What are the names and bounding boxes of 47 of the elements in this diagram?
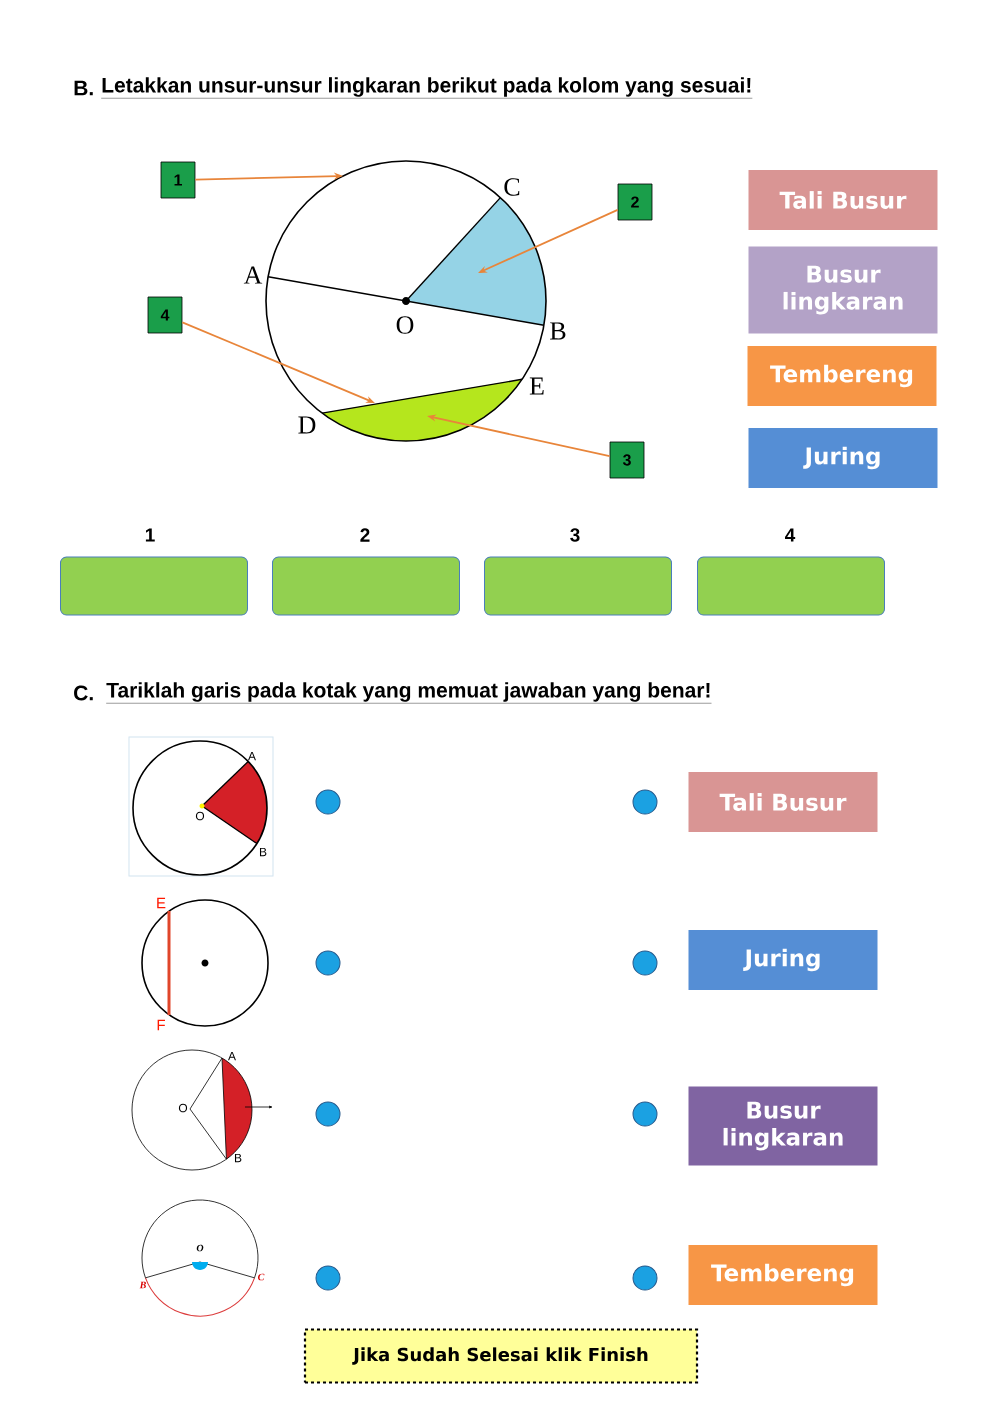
answer-box bbox=[697, 556, 885, 616]
point-label: O bbox=[195, 811, 205, 821]
connection-dot bbox=[315, 1265, 341, 1291]
point-label: D bbox=[298, 416, 316, 434]
answer-option-box: Busur lingkaran bbox=[688, 1086, 878, 1166]
point-label: C bbox=[504, 178, 520, 196]
connection-dot bbox=[632, 950, 658, 976]
section-letter: B. bbox=[74, 80, 93, 96]
instruction-box: Jika Sudah Selesai klik Finish bbox=[303, 1328, 699, 1384]
section-heading: Tariklah garis pada kotak yang memuat jawaban yang benar! bbox=[106, 682, 712, 704]
point-label: A bbox=[248, 751, 256, 761]
point-label: O bbox=[396, 316, 414, 334]
answer-box bbox=[484, 556, 672, 616]
answer-number: 4 bbox=[785, 528, 796, 542]
callout-number: 4 bbox=[147, 296, 183, 334]
point-label: O bbox=[196, 1244, 204, 1252]
connection-dot bbox=[632, 789, 658, 815]
connection-dot bbox=[315, 950, 341, 976]
answer-option-box: Tali Busur bbox=[688, 772, 878, 832]
point-label: B bbox=[550, 322, 566, 340]
callout-number: 1 bbox=[160, 161, 196, 199]
connection-dot bbox=[632, 1265, 658, 1291]
point-label: F bbox=[157, 1019, 165, 1031]
point-label: B bbox=[235, 1153, 242, 1163]
point-label: E bbox=[529, 377, 544, 395]
point-label: A bbox=[228, 1051, 236, 1061]
connection-dot bbox=[315, 789, 341, 815]
point-label: B bbox=[260, 847, 267, 857]
answer-option-box: Tembereng bbox=[688, 1245, 878, 1305]
connection-dot bbox=[632, 1101, 658, 1127]
point-label: E bbox=[157, 897, 166, 909]
point-label: O bbox=[178, 1103, 188, 1113]
answer-option-box: Busur lingkaran bbox=[748, 246, 938, 334]
point-label: C bbox=[258, 1273, 265, 1281]
point-label: A bbox=[243, 266, 263, 284]
answer-option-box: Juring bbox=[748, 428, 938, 488]
answer-option-box: Tali Busur bbox=[748, 170, 938, 230]
connection-dot bbox=[315, 1101, 341, 1127]
callout-number: 2 bbox=[617, 183, 653, 221]
callout-number: 3 bbox=[609, 441, 645, 479]
section-heading: Letakkan unsur-unsur lingkaran berikut pada kolom yang sesuai! bbox=[101, 77, 753, 99]
point-label: B bbox=[139, 1281, 146, 1289]
answer-option-box: Tembereng bbox=[747, 346, 937, 406]
section-letter: C. bbox=[74, 685, 93, 701]
answer-option-box: Juring bbox=[688, 930, 878, 990]
answer-box bbox=[272, 556, 460, 616]
answer-box bbox=[60, 556, 248, 616]
